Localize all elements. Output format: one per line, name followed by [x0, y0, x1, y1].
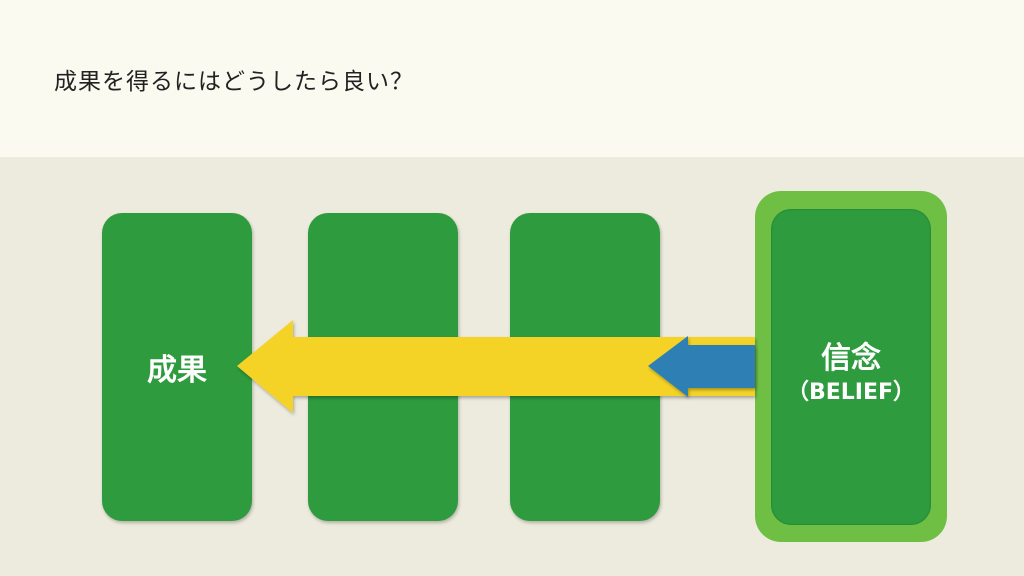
- belief-sub-label: （BELIEF）: [786, 380, 916, 405]
- belief-label: 信念: [821, 341, 881, 376]
- header-area: 成果を得るにはどうしたら良い？: [0, 0, 1024, 157]
- result-card: [102, 213, 252, 521]
- yellow-arrow: [237, 320, 755, 413]
- belief-card: [771, 209, 931, 525]
- result-label: 成果: [147, 353, 207, 388]
- page-title: 成果を得るにはどうしたら良い？: [54, 69, 414, 95]
- blue-arrow: [648, 336, 755, 397]
